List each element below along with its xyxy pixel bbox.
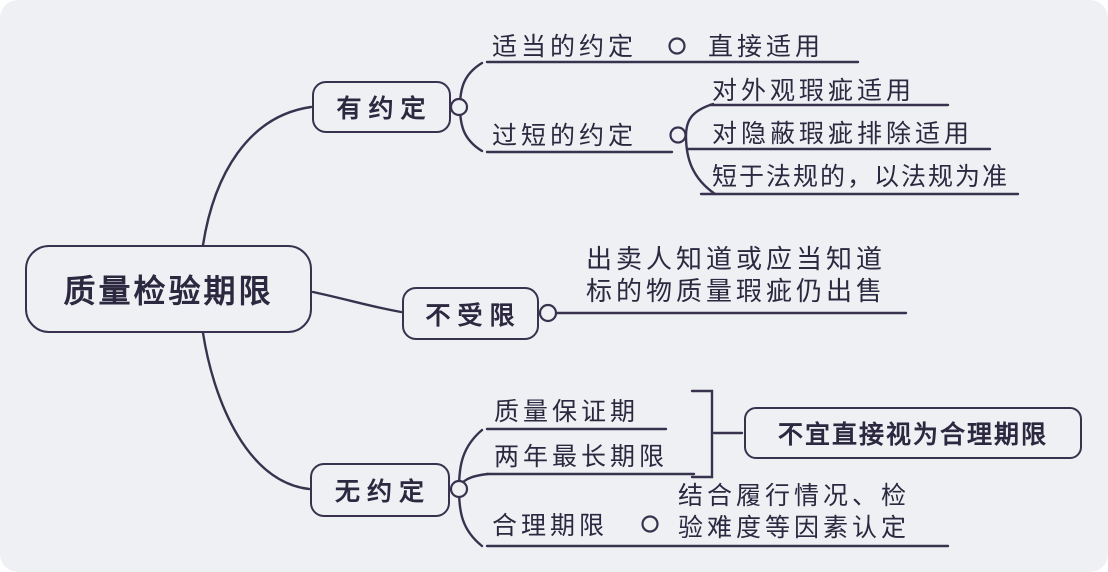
- collapse-circle-too-short: [669, 126, 687, 144]
- leaf-factors-line2: 验难度等因素认定: [678, 513, 911, 542]
- leaf-shorter-than-regulation: 短于法规的，以法规为准: [712, 162, 1010, 191]
- connector-root-to-has-agreement: [201, 105, 313, 247]
- leaf-seller-knew-line1: 出卖人知道或应当知道: [586, 245, 887, 275]
- callout-node-not-directly-reasonable: 不宜直接视为合理期限: [744, 407, 1082, 459]
- collapse-circle-no-agreement: [449, 479, 469, 499]
- leaf-seller-knew-line2: 标的物质量瑕疵仍出售: [586, 277, 887, 307]
- root-node-quality-inspection-period: 质量检验期限: [25, 245, 312, 333]
- leaf-factors-line1: 结合履行情况、检: [678, 481, 911, 510]
- connector-root-to-no-agreement: [201, 331, 311, 491]
- connector-root-to-not-limited: [311, 290, 403, 314]
- leaf-proper-agreement: 适当的约定: [492, 32, 638, 61]
- leaf-too-short-agreement: 过短的约定: [492, 121, 638, 150]
- leaf-reasonable-period: 合理期限: [492, 511, 609, 540]
- collapse-circle-not-limited: [538, 303, 558, 323]
- leaf-warranty-period: 质量保证期: [494, 397, 640, 426]
- branch-node-no-agreement: 无约定: [310, 463, 450, 517]
- leaf-direct-apply: 直接适用: [708, 32, 825, 61]
- branch-node-has-agreement: 有约定: [312, 81, 451, 133]
- leaf-two-year-max-period: 两年最长期限: [494, 442, 669, 471]
- branch-node-not-limited: 不受限: [402, 287, 539, 340]
- collapse-circle-has-agreement: [449, 97, 469, 117]
- leaf-exclude-hidden-defects: 对隐蔽瑕疵排除适用: [712, 119, 974, 148]
- collapse-circle-proper-agreement: [668, 37, 686, 55]
- leaf-apply-appearance-defects: 对外观瑕疵适用: [712, 76, 916, 105]
- square-bracket: [690, 389, 714, 479]
- collapse-circle-reasonable: [641, 515, 659, 533]
